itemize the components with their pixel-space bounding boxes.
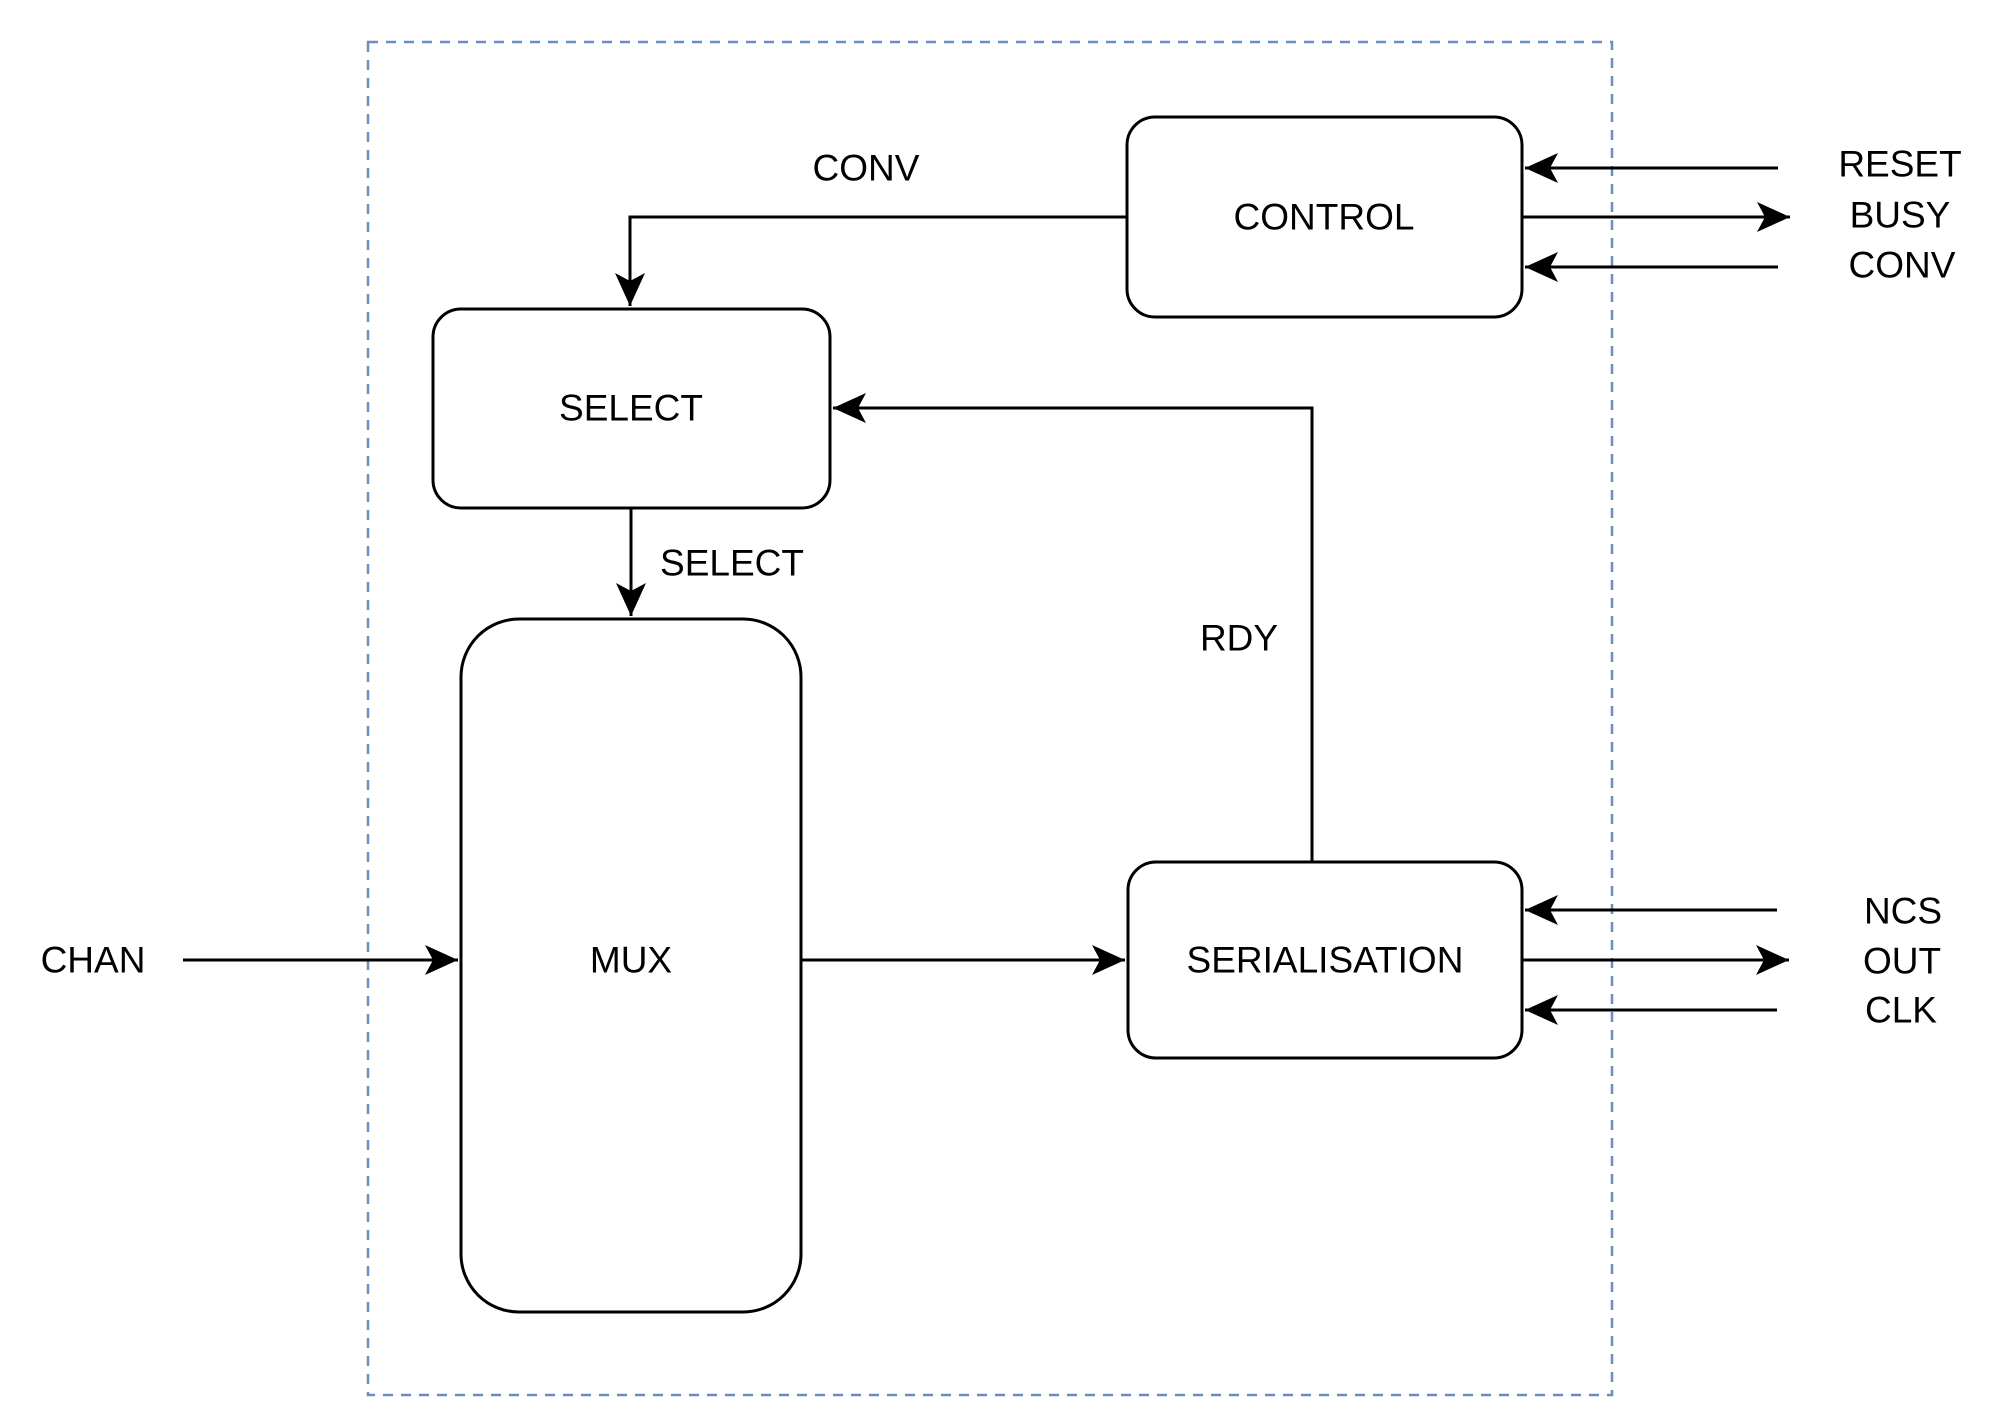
- block-select-shape: [431, 307, 832, 510]
- block-select: SELECT: [431, 307, 832, 510]
- wire-conv-control-to-select: [615, 215, 1127, 306]
- port-out-label: OUT: [1863, 941, 1941, 982]
- port-reset-label: RESET: [1838, 144, 1961, 185]
- port-conv-label: CONV: [1849, 245, 1956, 286]
- port-busy-label: BUSY: [1850, 195, 1951, 236]
- wire-conv-label: CONV: [813, 148, 920, 189]
- block-control-label: CONTROL: [1234, 197, 1415, 238]
- block-mux-label: MUX: [590, 940, 672, 981]
- wire-rdy-serialisation-to-select: [833, 393, 1314, 862]
- port-ncs-label: NCS: [1864, 891, 1942, 932]
- block-mux-shape: [459, 617, 803, 1314]
- wire-select-label: SELECT: [660, 543, 804, 584]
- block-serialisation-label: SERIALISATION: [1187, 940, 1464, 981]
- block-control: CONTROL: [1125, 115, 1524, 319]
- wire-rdy-label: RDY: [1200, 618, 1278, 659]
- block-mux: MUX: [459, 617, 803, 1314]
- block-select-label: SELECT: [559, 388, 703, 429]
- block-serialisation: SERIALISATION: [1126, 860, 1524, 1060]
- block-serialisation-shape: [1126, 860, 1524, 1060]
- chip-boundary: [366, 40, 1614, 1397]
- port-clk-label: CLK: [1865, 990, 1937, 1031]
- chan-input-label: CHAN: [41, 940, 146, 981]
- block-control-shape: [1125, 115, 1524, 319]
